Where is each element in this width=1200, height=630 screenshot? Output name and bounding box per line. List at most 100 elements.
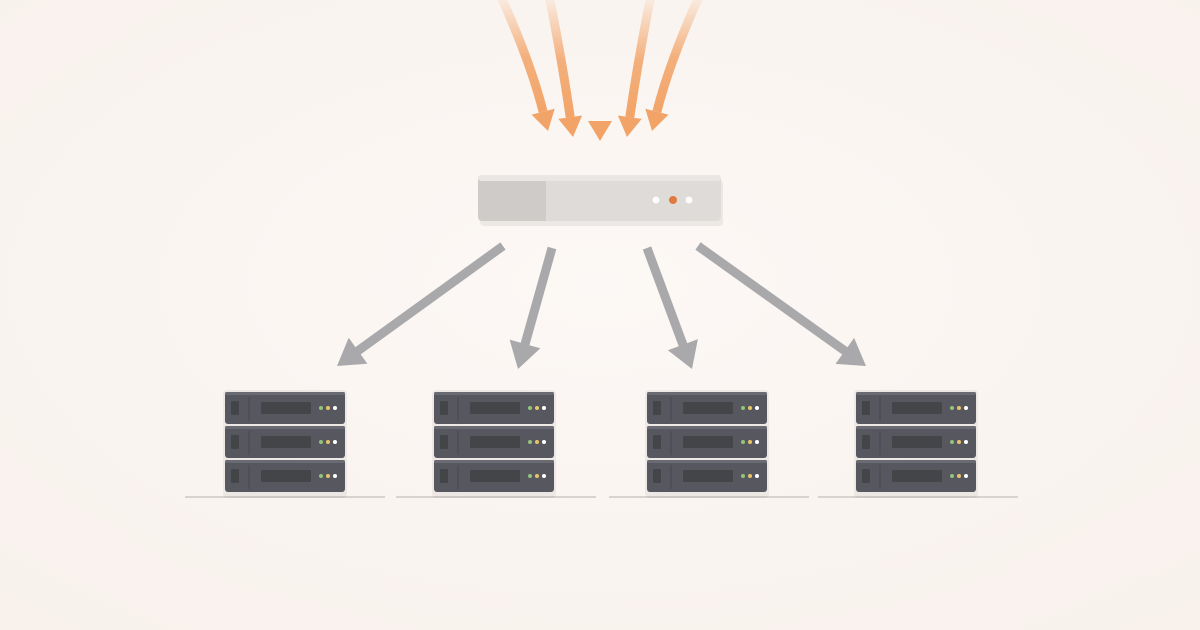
arrow-head-icon <box>645 108 669 131</box>
server-status-led-icon <box>957 474 961 478</box>
incoming-request-arrow <box>545 0 583 137</box>
drive-bay-icon <box>862 469 870 483</box>
status-led-icon <box>652 196 660 204</box>
backend-server-rack <box>185 390 385 498</box>
incoming-request-arrow <box>497 0 555 131</box>
arrow-head-icon <box>558 115 583 137</box>
server-display-panel <box>892 402 942 414</box>
server-status-led-icon <box>957 406 961 410</box>
server-status-led-icon <box>755 406 759 410</box>
server-unit <box>856 426 976 458</box>
server-display-panel <box>470 470 520 482</box>
server-unit <box>647 460 767 492</box>
server-status-led-icon <box>333 474 337 478</box>
server-status-led-icon <box>326 406 330 410</box>
server-status-led-icon <box>748 474 752 478</box>
status-led-icon <box>669 196 677 204</box>
load-balancer-side-panel <box>478 175 546 221</box>
outgoing-request-arrow <box>695 242 866 366</box>
server-display-panel <box>470 402 520 414</box>
server-unit <box>225 392 345 424</box>
server-display-panel <box>683 470 733 482</box>
drive-bay-icon <box>231 469 239 483</box>
outgoing-request-arrow <box>509 246 557 369</box>
server-status-led-icon <box>964 406 968 410</box>
backend-server-rack <box>396 390 596 498</box>
incoming-traffic-arrows <box>497 0 703 141</box>
server-status-led-icon <box>528 440 532 444</box>
arrow-head-icon <box>617 115 642 137</box>
backend-servers <box>185 390 1018 498</box>
server-unit <box>856 392 976 424</box>
server-display-panel <box>261 402 311 414</box>
server-display-panel <box>683 402 733 414</box>
server-unit <box>434 426 554 458</box>
drive-bay-icon <box>440 469 448 483</box>
server-display-panel <box>470 436 520 448</box>
server-status-led-icon <box>333 406 337 410</box>
drive-bay-icon <box>231 435 239 449</box>
server-status-led-icon <box>333 440 337 444</box>
server-status-led-icon <box>535 406 539 410</box>
server-status-led-icon <box>741 440 745 444</box>
server-status-led-icon <box>542 474 546 478</box>
server-status-led-icon <box>741 406 745 410</box>
status-led-icon <box>685 196 693 204</box>
server-display-panel <box>261 436 311 448</box>
server-status-led-icon <box>950 474 954 478</box>
server-status-led-icon <box>319 440 323 444</box>
server-status-led-icon <box>326 474 330 478</box>
server-status-led-icon <box>319 474 323 478</box>
server-display-panel <box>261 470 311 482</box>
outgoing-request-arrow <box>642 246 698 369</box>
server-status-led-icon <box>950 440 954 444</box>
server-status-led-icon <box>542 440 546 444</box>
server-status-led-icon <box>528 406 532 410</box>
backend-server-rack <box>609 390 809 498</box>
incoming-arrow-stem <box>545 0 575 118</box>
server-status-led-icon <box>535 440 539 444</box>
incoming-request-arrow <box>617 0 655 137</box>
server-display-panel <box>892 436 942 448</box>
arrow-head-icon <box>588 121 612 141</box>
incoming-arrow-stem <box>497 0 548 113</box>
arrow-head-icon <box>531 108 555 131</box>
drive-bay-icon <box>862 401 870 415</box>
load-balancer-device <box>478 175 723 226</box>
server-status-led-icon <box>957 440 961 444</box>
server-unit <box>225 460 345 492</box>
outgoing-traffic-arrows <box>337 242 866 369</box>
server-status-led-icon <box>755 440 759 444</box>
drive-bay-icon <box>653 435 661 449</box>
server-status-led-icon <box>741 474 745 478</box>
drive-bay-icon <box>440 435 448 449</box>
incoming-request-arrow <box>588 0 612 141</box>
server-status-led-icon <box>755 474 759 478</box>
server-unit <box>647 392 767 424</box>
server-unit <box>434 460 554 492</box>
server-status-led-icon <box>964 440 968 444</box>
server-status-led-icon <box>748 440 752 444</box>
server-unit <box>434 392 554 424</box>
server-status-led-icon <box>748 406 752 410</box>
server-status-led-icon <box>319 406 323 410</box>
server-display-panel <box>892 470 942 482</box>
drive-bay-icon <box>653 469 661 483</box>
drive-bay-icon <box>862 435 870 449</box>
server-status-led-icon <box>950 406 954 410</box>
server-status-led-icon <box>528 474 532 478</box>
incoming-request-arrow <box>645 0 703 131</box>
server-status-led-icon <box>542 406 546 410</box>
server-unit <box>856 460 976 492</box>
server-unit <box>647 426 767 458</box>
incoming-arrow-stem <box>652 0 703 113</box>
drive-bay-icon <box>653 401 661 415</box>
server-unit <box>225 426 345 458</box>
server-status-led-icon <box>326 440 330 444</box>
outgoing-request-arrow <box>337 242 506 366</box>
backend-server-rack <box>818 390 1018 498</box>
server-status-led-icon <box>535 474 539 478</box>
server-display-panel <box>683 436 733 448</box>
drive-bay-icon <box>440 401 448 415</box>
